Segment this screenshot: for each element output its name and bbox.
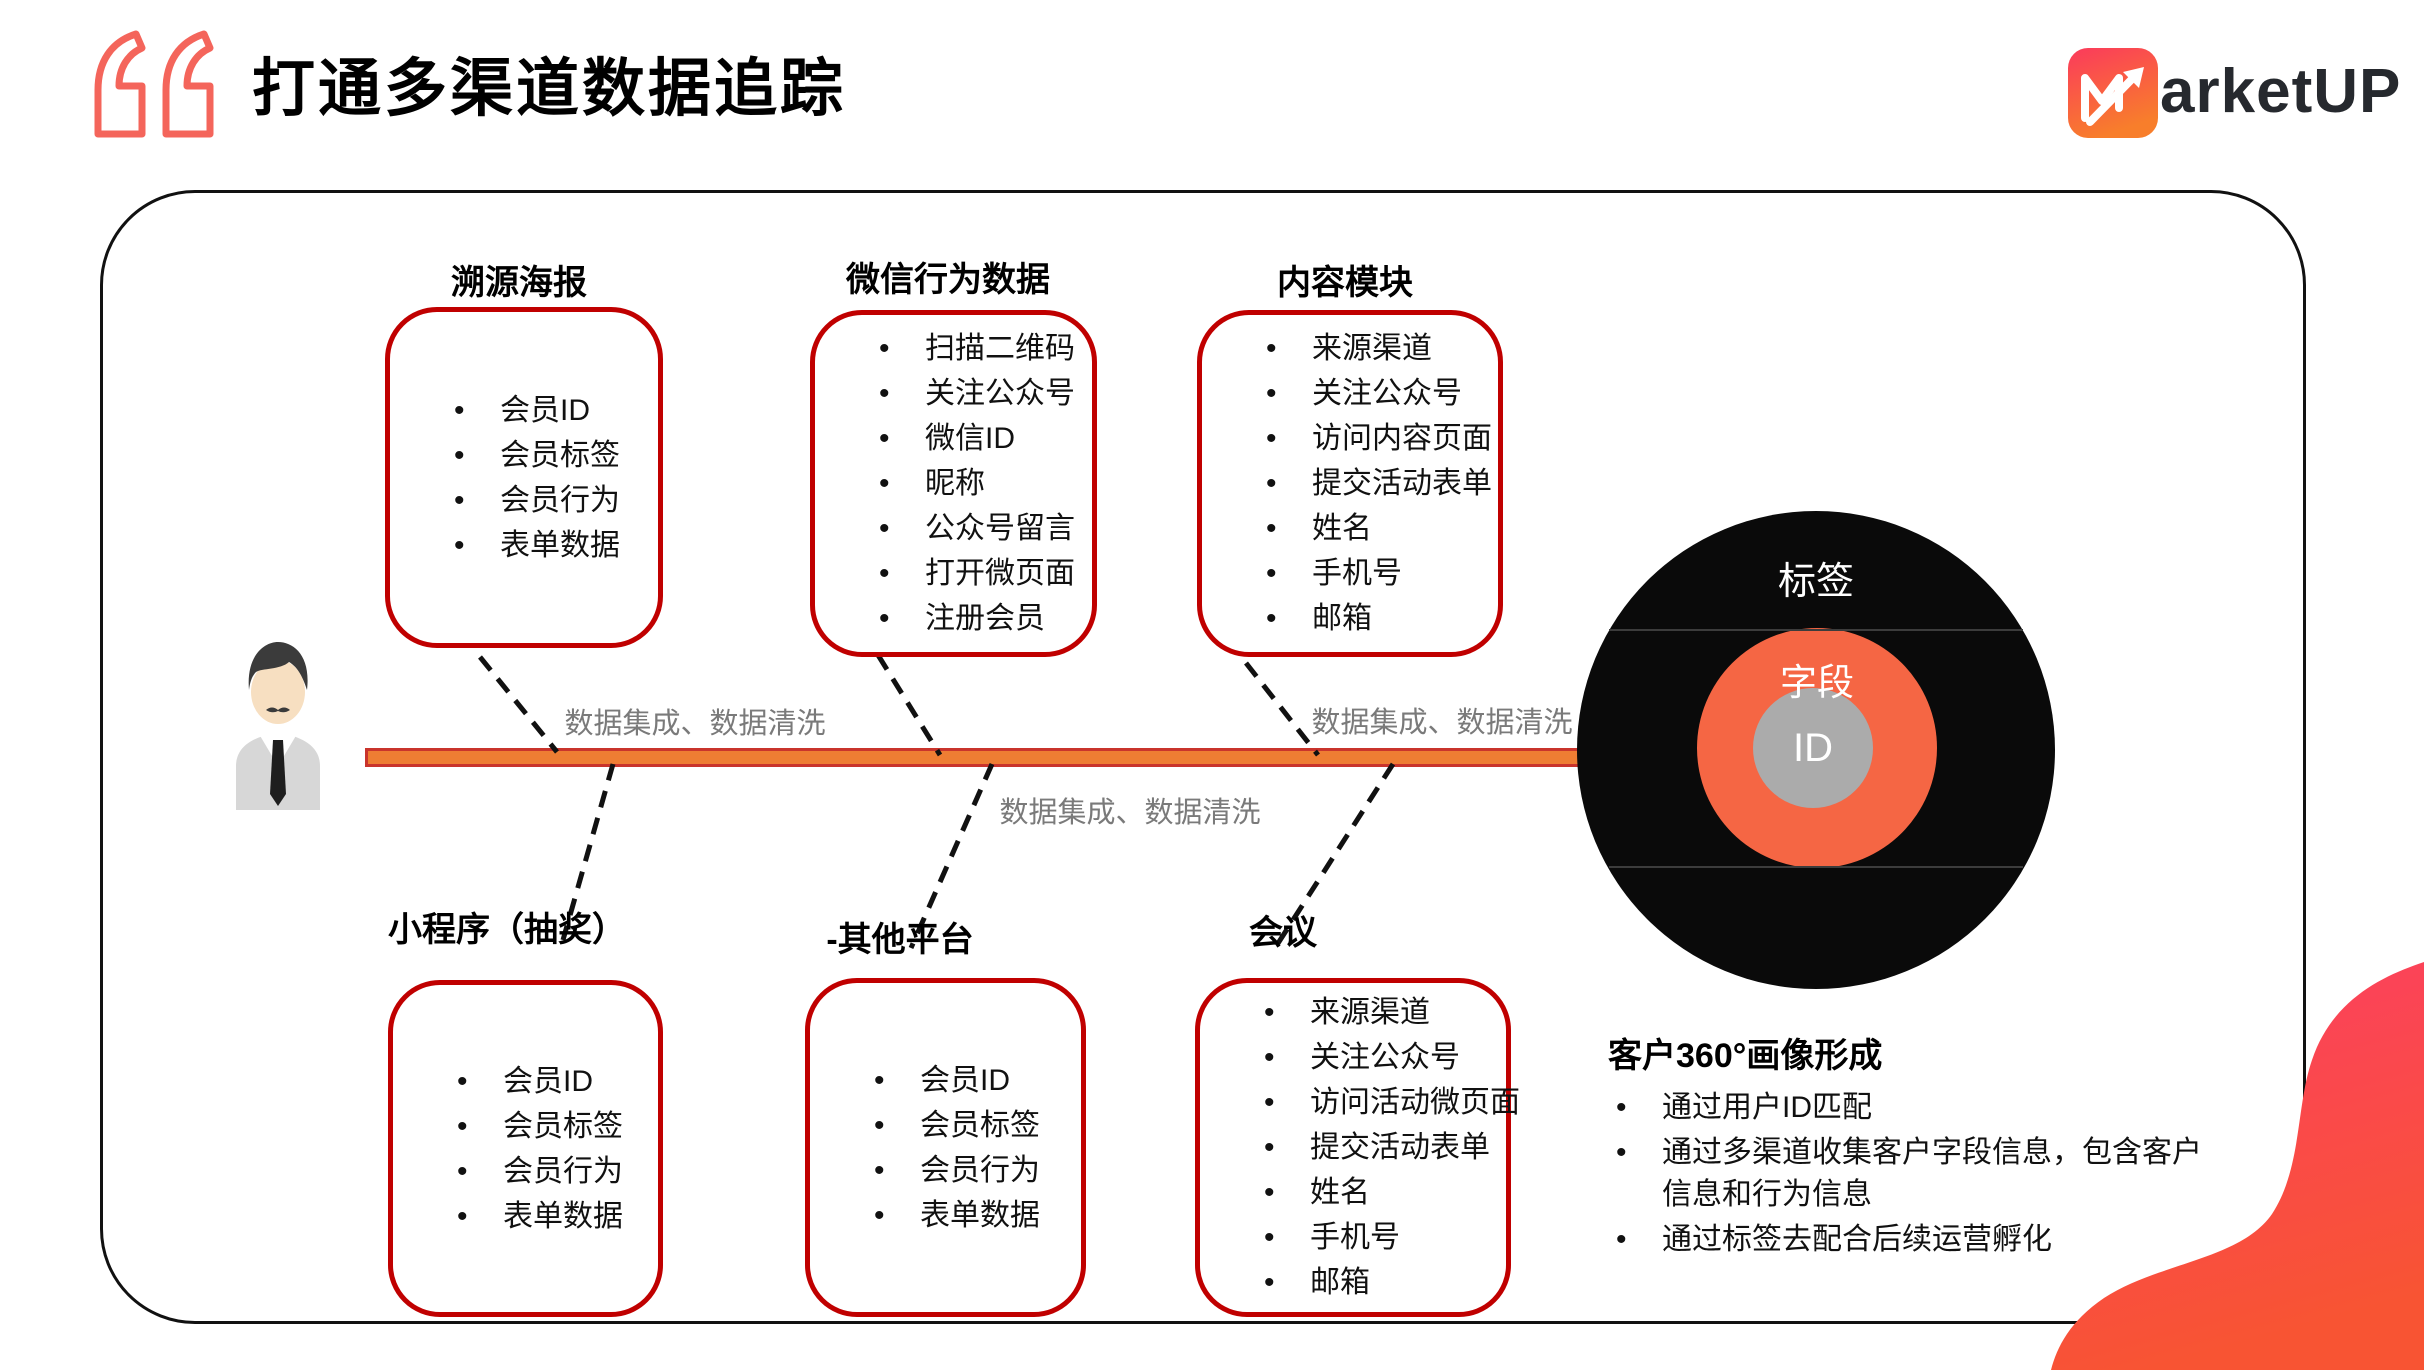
list-item: 来源渠道: [1258, 990, 1520, 1035]
marketup-logo-icon: [2068, 48, 2158, 138]
summary-list: 通过用户ID匹配通过多渠道收集客户字段信息，包含客户信息和行为信息通过标签去配合…: [1608, 1087, 2208, 1261]
channel-list-poster: 会员ID会员标签会员行为表单数据: [390, 388, 630, 568]
circle-label-fields: 字段: [1780, 662, 1854, 703]
channel-box-miniprogram: 会员ID会员标签会员行为表单数据: [388, 980, 663, 1317]
list-item: 提交活动表单: [1258, 1125, 1520, 1170]
channel-list-miniprogram: 会员ID会员标签会员行为表单数据: [393, 1059, 633, 1239]
channel-box-poster: 会员ID会员标签会员行为表单数据: [385, 307, 663, 648]
channel-title-content: 内容模块: [1277, 264, 1413, 302]
list-item: 会员ID: [448, 388, 620, 433]
timeline-bar: [365, 748, 1586, 767]
list-item: 访问内容页面: [1260, 416, 1492, 461]
list-item: 表单数据: [451, 1194, 623, 1239]
circle-id: [1753, 688, 1873, 808]
list-item: 提交活动表单: [1260, 461, 1492, 506]
list-item: 表单数据: [868, 1193, 1040, 1238]
channel-list-otherplatform: 会员ID会员标签会员行为表单数据: [810, 1058, 1050, 1238]
list-item: 关注公众号: [1260, 371, 1492, 416]
channel-title-otherplatform: -其他平台: [826, 921, 974, 959]
list-item: 会员行为: [451, 1149, 623, 1194]
channel-title-miniprogram: 小程序（抽奖）: [388, 911, 626, 949]
list-item: 微信ID: [873, 416, 1075, 461]
quote-icon: [94, 30, 214, 138]
summary-heading: 客户360°画像形成: [1608, 1037, 1883, 1075]
list-item: 手机号: [1258, 1215, 1520, 1260]
list-item: 邮箱: [1260, 596, 1492, 641]
list-item: 通过多渠道收集客户字段信息，包含客户信息和行为信息: [1608, 1132, 2208, 1217]
list-item: 会员ID: [451, 1059, 623, 1104]
channel-title-wechat: 微信行为数据: [846, 261, 1050, 299]
channel-box-content: 来源渠道关注公众号访问内容页面提交活动表单姓名手机号邮箱: [1197, 310, 1503, 657]
list-item: 表单数据: [448, 523, 620, 568]
pipeline-label-center: 数据集成、数据清洗: [999, 797, 1261, 829]
summary-block: 客户360°画像形成 通过用户ID匹配通过多渠道收集客户字段信息，包含客户信息和…: [1608, 1028, 2208, 1263]
list-item: 会员标签: [448, 433, 620, 478]
list-item: 注册会员: [873, 596, 1075, 641]
marketup-logo-text: arketUP: [2160, 57, 2402, 126]
list-item: 通过标签去配合后续运营孵化: [1608, 1219, 2208, 1262]
page-title: 打通多渠道数据追踪: [252, 54, 846, 124]
circle-guide-line-bottom: [1609, 866, 2023, 868]
user-avatar: [236, 642, 320, 810]
circle-label-tags: 标签: [1777, 561, 1854, 603]
circle-guide-line-top: [1609, 629, 2023, 631]
list-item: 关注公众号: [873, 371, 1075, 416]
list-item: 打开微页面: [873, 551, 1075, 596]
pipeline-label-left: 数据集成、数据清洗: [564, 708, 826, 740]
list-item: 关注公众号: [1258, 1035, 1520, 1080]
list-item: 手机号: [1260, 551, 1492, 596]
list-item: 扫描二维码: [873, 326, 1075, 371]
list-item: 昵称: [873, 461, 1075, 506]
channel-box-otherplatform: 会员ID会员标签会员行为表单数据: [805, 978, 1086, 1317]
list-item: 邮箱: [1258, 1260, 1520, 1305]
list-item: 会员行为: [448, 478, 620, 523]
channel-box-wechat: 扫描二维码关注公众号微信ID昵称公众号留言打开微页面注册会员: [810, 310, 1097, 657]
circle-label-id: ID: [1793, 726, 1833, 770]
list-item: 会员标签: [868, 1103, 1040, 1148]
list-item: 通过用户ID匹配: [1608, 1087, 2208, 1130]
channel-list-wechat: 扫描二维码关注公众号微信ID昵称公众号留言打开微页面注册会员: [815, 326, 1085, 641]
channel-list-content: 来源渠道关注公众号访问内容页面提交活动表单姓名手机号邮箱: [1202, 326, 1502, 641]
list-item: 来源渠道: [1260, 326, 1492, 371]
list-item: 公众号留言: [873, 506, 1075, 551]
channel-box-meeting: 来源渠道关注公众号访问活动微页面提交活动表单姓名手机号邮箱: [1195, 978, 1520, 1317]
channel-title-meeting: 会议: [1249, 914, 1317, 952]
channel-list-meeting: 来源渠道关注公众号访问活动微页面提交活动表单姓名手机号邮箱: [1200, 990, 1530, 1305]
list-item: 姓名: [1260, 506, 1492, 551]
list-item: 会员ID: [868, 1058, 1040, 1103]
list-item: 姓名: [1258, 1170, 1520, 1215]
pipeline-label-right: 数据集成、数据清洗: [1311, 707, 1573, 739]
list-item: 会员标签: [451, 1104, 623, 1149]
list-item: 访问活动微页面: [1258, 1080, 1520, 1125]
channel-title-poster: 溯源海报: [451, 264, 587, 302]
list-item: 会员行为: [868, 1148, 1040, 1193]
